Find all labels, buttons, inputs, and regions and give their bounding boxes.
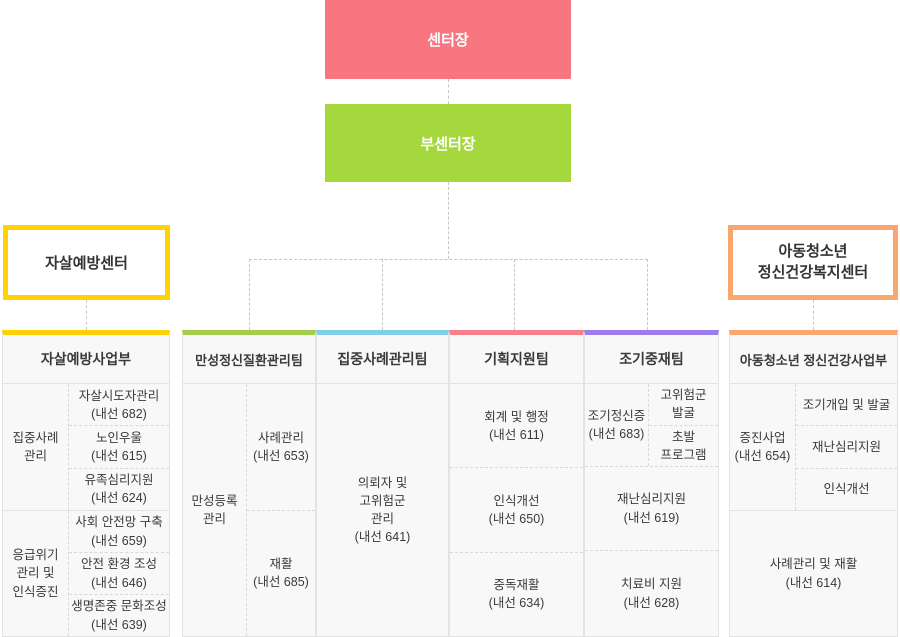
dept-suicide-group2-items: 사회 안전망 구축 (내선 659) 안전 환경 조성 (내선 646) 생명존…	[69, 511, 169, 636]
child-youth-center-label: 아동청소년 정신건강복지센터	[757, 243, 869, 281]
dept-suicide-group1-label: 집중사례 관리	[3, 384, 69, 510]
cell-suicide-attempter: 자살시도자관리 (내선 682)	[69, 384, 169, 427]
dept-intensive-header: 집중사례관리팀	[317, 335, 448, 384]
cell-case-management: 사례관리 (내선 653)	[247, 384, 315, 511]
dept-chronic-body: 만성등록 관리 사례관리 (내선 653) 재활 (내선 685)	[183, 384, 315, 636]
cell-rehabilitation: 재활 (내선 685)	[253, 557, 309, 590]
connector-horizontal	[249, 259, 648, 260]
cell-elderly-depression: 노인우울 (내선 615)	[69, 426, 169, 469]
dept-chronic-column: 만성정신질환관리팀 만성등록 관리 사례관리 (내선 653) 재활 (내선 6…	[182, 330, 316, 637]
dept-child-group1: 증진사업 (내선 654) 조기개입 및 발굴 재난심리지원 인식개선	[730, 384, 897, 511]
cell-bereaved-support: 유족심리지원 (내선 624)	[84, 473, 154, 506]
dept-intensive-column: 집중사례관리팀 의뢰자 및 고위험군 관리 (내선 641)	[316, 330, 449, 637]
dept-planning-body: 회계 및 행정 (내선 611) 인식개선 (내선 650) 중독재활 (내선 …	[450, 384, 583, 636]
cell-high-risk-discovery: 고위험군 발굴	[649, 384, 718, 426]
cell-addiction-rehab: 중독재활 (내선 634)	[488, 578, 545, 611]
dept-early-group1-items: 고위험군 발굴 초발 프로그램	[649, 384, 718, 466]
dept-suicide-body: 집중사례 관리 자살시도자관리 (내선 682) 노인우울 (내선 615) 유…	[3, 384, 169, 636]
dept-early-header: 조기중재팀	[585, 335, 718, 384]
connector-director-deputy	[448, 79, 449, 104]
dept-child-body: 증진사업 (내선 654) 조기개입 및 발굴 재난심리지원 인식개선 사례관리…	[730, 384, 897, 636]
dept-intensive-body: 의뢰자 및 고위험군 관리 (내선 641)	[317, 384, 448, 636]
cell-awareness-improvement: 인식개선 (내선 650)	[450, 468, 583, 553]
dept-early-group1: 조기정신증 (내선 683) 고위험군 발굴 초발 프로그램	[585, 384, 718, 467]
dept-child-group1-items: 조기개입 및 발굴 재난심리지원 인식개선	[796, 384, 897, 510]
suicide-prevention-center-label: 자살예방센터	[45, 255, 128, 272]
director-label: 센터장	[427, 32, 469, 49]
dept-early-body: 조기정신증 (내선 683) 고위험군 발굴 초발 프로그램 재난심리지원 (내…	[585, 384, 718, 636]
dept-suicide-group1: 집중사례 관리 자살시도자관리 (내선 682) 노인우울 (내선 615) 유…	[3, 384, 169, 511]
dept-chronic-group: 만성등록 관리 사례관리 (내선 653) 재활 (내선 685)	[183, 384, 315, 636]
cell-child-disaster-psych: 재난심리지원	[796, 426, 897, 469]
cell-first-episode-program: 초발 프로그램	[660, 429, 707, 462]
dept-suicide-column: 자살예방사업부 집중사례 관리 자살시도자관리 (내선 682) 노인우울 (내…	[2, 330, 170, 637]
cell-referral-high-risk: 의뢰자 및 고위험군 관리 (내선 641)	[354, 475, 411, 545]
director-box: 센터장	[325, 0, 571, 79]
connector-chronic-team	[249, 259, 250, 330]
dept-early-group1-label: 조기정신증 (내선 683)	[585, 384, 649, 466]
cell-life-respect-culture: 생명존중 문화조성 (내선 639)	[71, 599, 167, 632]
dept-chronic-header: 만성정신질환관리팀	[183, 335, 315, 384]
deputy-director-label: 부센터장	[420, 135, 476, 153]
deputy-director-box: 부센터장	[325, 104, 571, 182]
connector-deputy-down	[448, 182, 449, 259]
dept-planning-column: 기획지원팀 회계 및 행정 (내선 611) 인식개선 (내선 650) 중독재…	[449, 330, 584, 637]
dept-chronic-items: 사례관리 (내선 653) 재활 (내선 685)	[247, 384, 315, 636]
cell-safe-environment: 안전 환경 조성 (내선 646)	[69, 553, 169, 595]
cell-disaster-psych-support: 재난심리지원 (내선 619)	[585, 467, 718, 551]
dept-child-column: 아동청소년 정신건강사업부 증진사업 (내선 654) 조기개입 및 발굴 재난…	[729, 330, 898, 637]
connector-suicide-center	[86, 300, 87, 330]
suicide-prevention-center-box: 자살예방센터	[3, 225, 170, 300]
connector-early-team	[647, 259, 648, 330]
dept-suicide-group1-items: 자살시도자관리 (내선 682) 노인우울 (내선 615) 유족심리지원 (내…	[69, 384, 169, 510]
connector-child-center	[813, 300, 814, 330]
cell-child-awareness: 인식개선	[823, 482, 870, 497]
cell-early-intervention-discovery: 조기개입 및 발굴	[796, 384, 897, 427]
dept-early-column: 조기중재팀 조기정신증 (내선 683) 고위험군 발굴 초발 프로그램 재난심…	[584, 330, 719, 637]
cell-social-safety-net: 사회 안전망 구축 (내선 659)	[69, 511, 169, 553]
dept-suicide-group2: 응급위기 관리 및 인식증진 사회 안전망 구축 (내선 659) 안전 환경 …	[3, 511, 169, 636]
cell-treatment-cost-support: 치료비 지원 (내선 628)	[621, 577, 682, 610]
dept-chronic-group-label: 만성등록 관리	[183, 384, 247, 636]
dept-child-group1-label: 증진사업 (내선 654)	[730, 384, 796, 510]
connector-intensive-team	[382, 259, 383, 330]
cell-case-management-rehab: 사례관리 및 재활 (내선 614)	[769, 557, 858, 590]
dept-child-header: 아동청소년 정신건강사업부	[730, 335, 897, 384]
child-youth-center-box: 아동청소년 정신건강복지센터	[728, 225, 898, 300]
dept-suicide-header: 자살예방사업부	[3, 335, 169, 384]
dept-suicide-group2-label: 응급위기 관리 및 인식증진	[3, 511, 69, 636]
dept-planning-header: 기획지원팀	[450, 335, 583, 384]
connector-planning-team	[514, 259, 515, 330]
dept-planning-items: 회계 및 행정 (내선 611) 인식개선 (내선 650) 중독재활 (내선 …	[450, 384, 583, 636]
cell-accounting-admin: 회계 및 행정 (내선 611)	[450, 384, 583, 469]
